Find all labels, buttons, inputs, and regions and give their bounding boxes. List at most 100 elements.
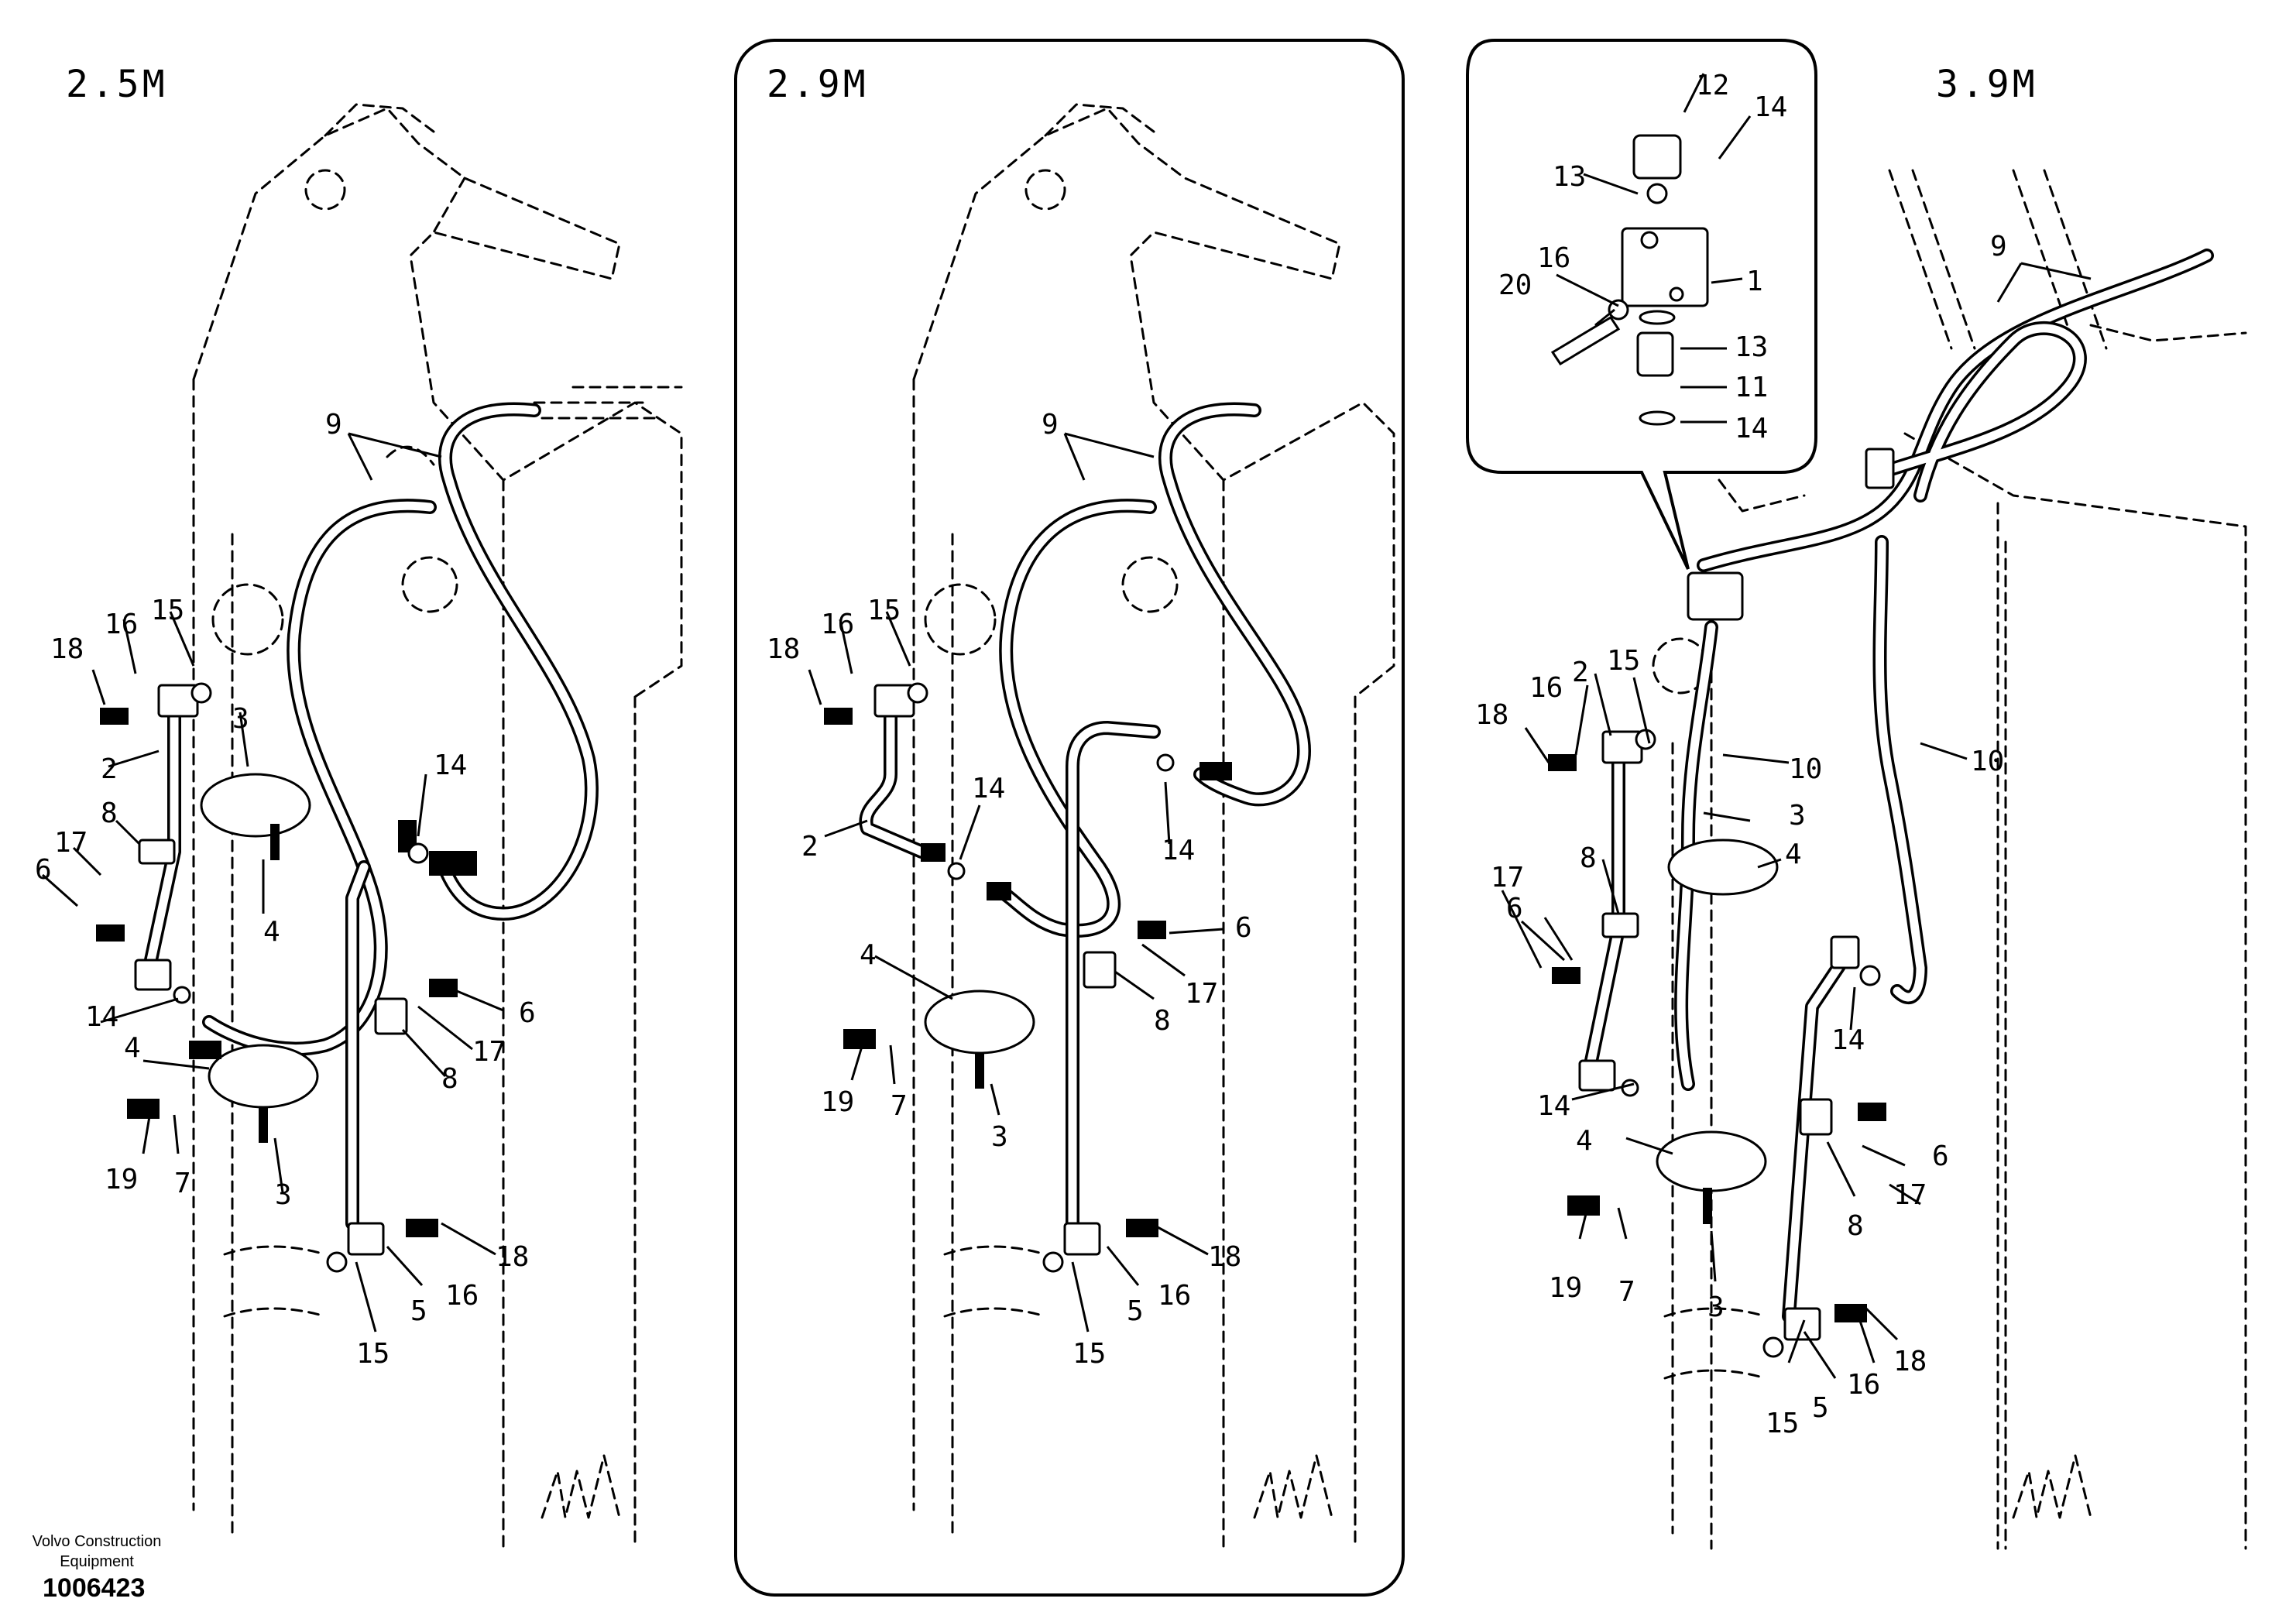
callout: 14	[434, 749, 467, 781]
callout: 6	[35, 854, 52, 886]
callout: 8	[101, 797, 118, 829]
callout: 6	[519, 997, 536, 1029]
callouts-3-9m: 9 10 10 3 4 18 16 2 15 8 17 6 14 14 4 19…	[1475, 231, 2007, 1439]
callout: 7	[174, 1168, 191, 1199]
callout: 11	[1735, 372, 1768, 403]
drawing-number: 1006423	[43, 1573, 146, 1603]
callout: 19	[821, 1086, 854, 1118]
callout: 8	[1154, 1005, 1171, 1037]
callout: 10	[1789, 753, 1822, 785]
callout: 3	[991, 1121, 1008, 1153]
boom-outline	[1652, 169, 2247, 1550]
hardware	[824, 682, 1232, 1273]
callout: 15	[151, 595, 184, 626]
callouts-2-9m: 9 18 16 15 14 2 14 4 19 7 3 6 17 8 15 5 …	[767, 409, 1252, 1370]
callout: 15	[867, 595, 901, 626]
callout: 6	[1506, 893, 1523, 924]
brand-line-2: Equipment	[60, 1553, 134, 1570]
callout: 16	[1537, 242, 1570, 274]
callout: 15	[1072, 1338, 1106, 1370]
callout: 3	[1707, 1291, 1725, 1323]
callout: 2	[801, 831, 819, 863]
callout: 16	[821, 609, 854, 640]
callout: 13	[1735, 331, 1768, 363]
callout: 2	[1572, 657, 1589, 688]
callout: 16	[1847, 1369, 1880, 1401]
callout: 8	[1580, 842, 1597, 874]
callouts-detail: 12 14 13 1 16 20 13 11 14	[1498, 70, 1787, 444]
callout: 10	[1971, 746, 2004, 777]
panel-frame	[734, 39, 1405, 1597]
callout: 17	[54, 827, 88, 859]
callout: 12	[1696, 70, 1729, 101]
callout: 1	[1746, 266, 1763, 297]
callout: 9	[1990, 231, 2007, 262]
callout: 16	[1158, 1280, 1191, 1312]
leader-lines	[42, 432, 504, 1333]
panel-title: 2.9M	[767, 63, 869, 106]
callout: 5	[1812, 1392, 1829, 1424]
callout: 18	[50, 633, 84, 665]
valve-detail-bubble	[1466, 39, 1817, 570]
callout: 18	[1475, 699, 1508, 731]
callout: 14	[85, 1001, 118, 1033]
callout: 16	[445, 1280, 479, 1312]
callout: 14	[1831, 1024, 1865, 1056]
callout: 4	[1785, 839, 1802, 870]
hardware	[1548, 448, 1895, 1358]
callout: 4	[124, 1032, 141, 1064]
callout: 19	[1549, 1272, 1582, 1304]
callout: 16	[1529, 672, 1563, 704]
panel-2-5m: 2.5M	[35, 63, 683, 1550]
callout: 14	[1735, 413, 1768, 444]
callout: 14	[1537, 1090, 1570, 1122]
callout: 15	[356, 1338, 390, 1370]
callout: 5	[1127, 1295, 1144, 1327]
callout: 20	[1498, 269, 1532, 301]
callout: 17	[1185, 978, 1218, 1010]
callout: 8	[441, 1063, 458, 1095]
hardware	[96, 682, 477, 1273]
callout: 7	[891, 1090, 908, 1122]
panel-title: 3.9M	[1936, 63, 2038, 106]
callout: 5	[410, 1295, 427, 1327]
callout: 3	[275, 1179, 292, 1211]
hose-assembly	[859, 402, 1311, 1230]
panel-title: 2.5M	[66, 63, 168, 106]
callout: 6	[1235, 912, 1252, 944]
brand-line-1: Volvo Construction	[32, 1533, 162, 1550]
brand-label: Volvo Construction Equipment	[15, 1532, 178, 1572]
callout: 18	[1208, 1241, 1241, 1273]
boom-outline	[912, 103, 1395, 1550]
callout: 3	[1789, 800, 1806, 832]
callouts-2-5m: 9 18 16 15 3 2 8 17 6 4 14 14 4 19 7 3 1…	[35, 409, 536, 1370]
callout: 6	[1932, 1141, 1949, 1172]
callout: 4	[1576, 1125, 1593, 1157]
callout: 17	[472, 1036, 506, 1068]
leader-lines	[808, 432, 1224, 1333]
callout: 3	[232, 703, 249, 735]
callout: 14	[1754, 91, 1787, 123]
callout: 16	[105, 609, 138, 640]
hose-assembly	[1584, 249, 2214, 1323]
callout: 14	[1162, 835, 1195, 866]
panel-3-9m: 3.9M	[1466, 39, 2247, 1550]
callout: 4	[860, 939, 877, 971]
callout: 17	[1491, 862, 1524, 894]
callout: 18	[767, 633, 800, 665]
callout: 14	[972, 773, 1005, 804]
callout: 8	[1847, 1210, 1864, 1242]
callout: 2	[101, 753, 118, 785]
callout: 18	[496, 1241, 529, 1273]
callout: 18	[1893, 1346, 1927, 1377]
callout: 15	[1607, 645, 1640, 677]
callout: 19	[105, 1164, 138, 1195]
leader-lines	[1501, 73, 2092, 1379]
callout: 9	[1042, 409, 1059, 441]
callout: 4	[263, 916, 280, 948]
callout: 17	[1893, 1179, 1927, 1211]
callout: 7	[1618, 1276, 1635, 1308]
callout: 9	[325, 409, 342, 441]
panel-2-9m: 2.9M	[734, 39, 1405, 1597]
